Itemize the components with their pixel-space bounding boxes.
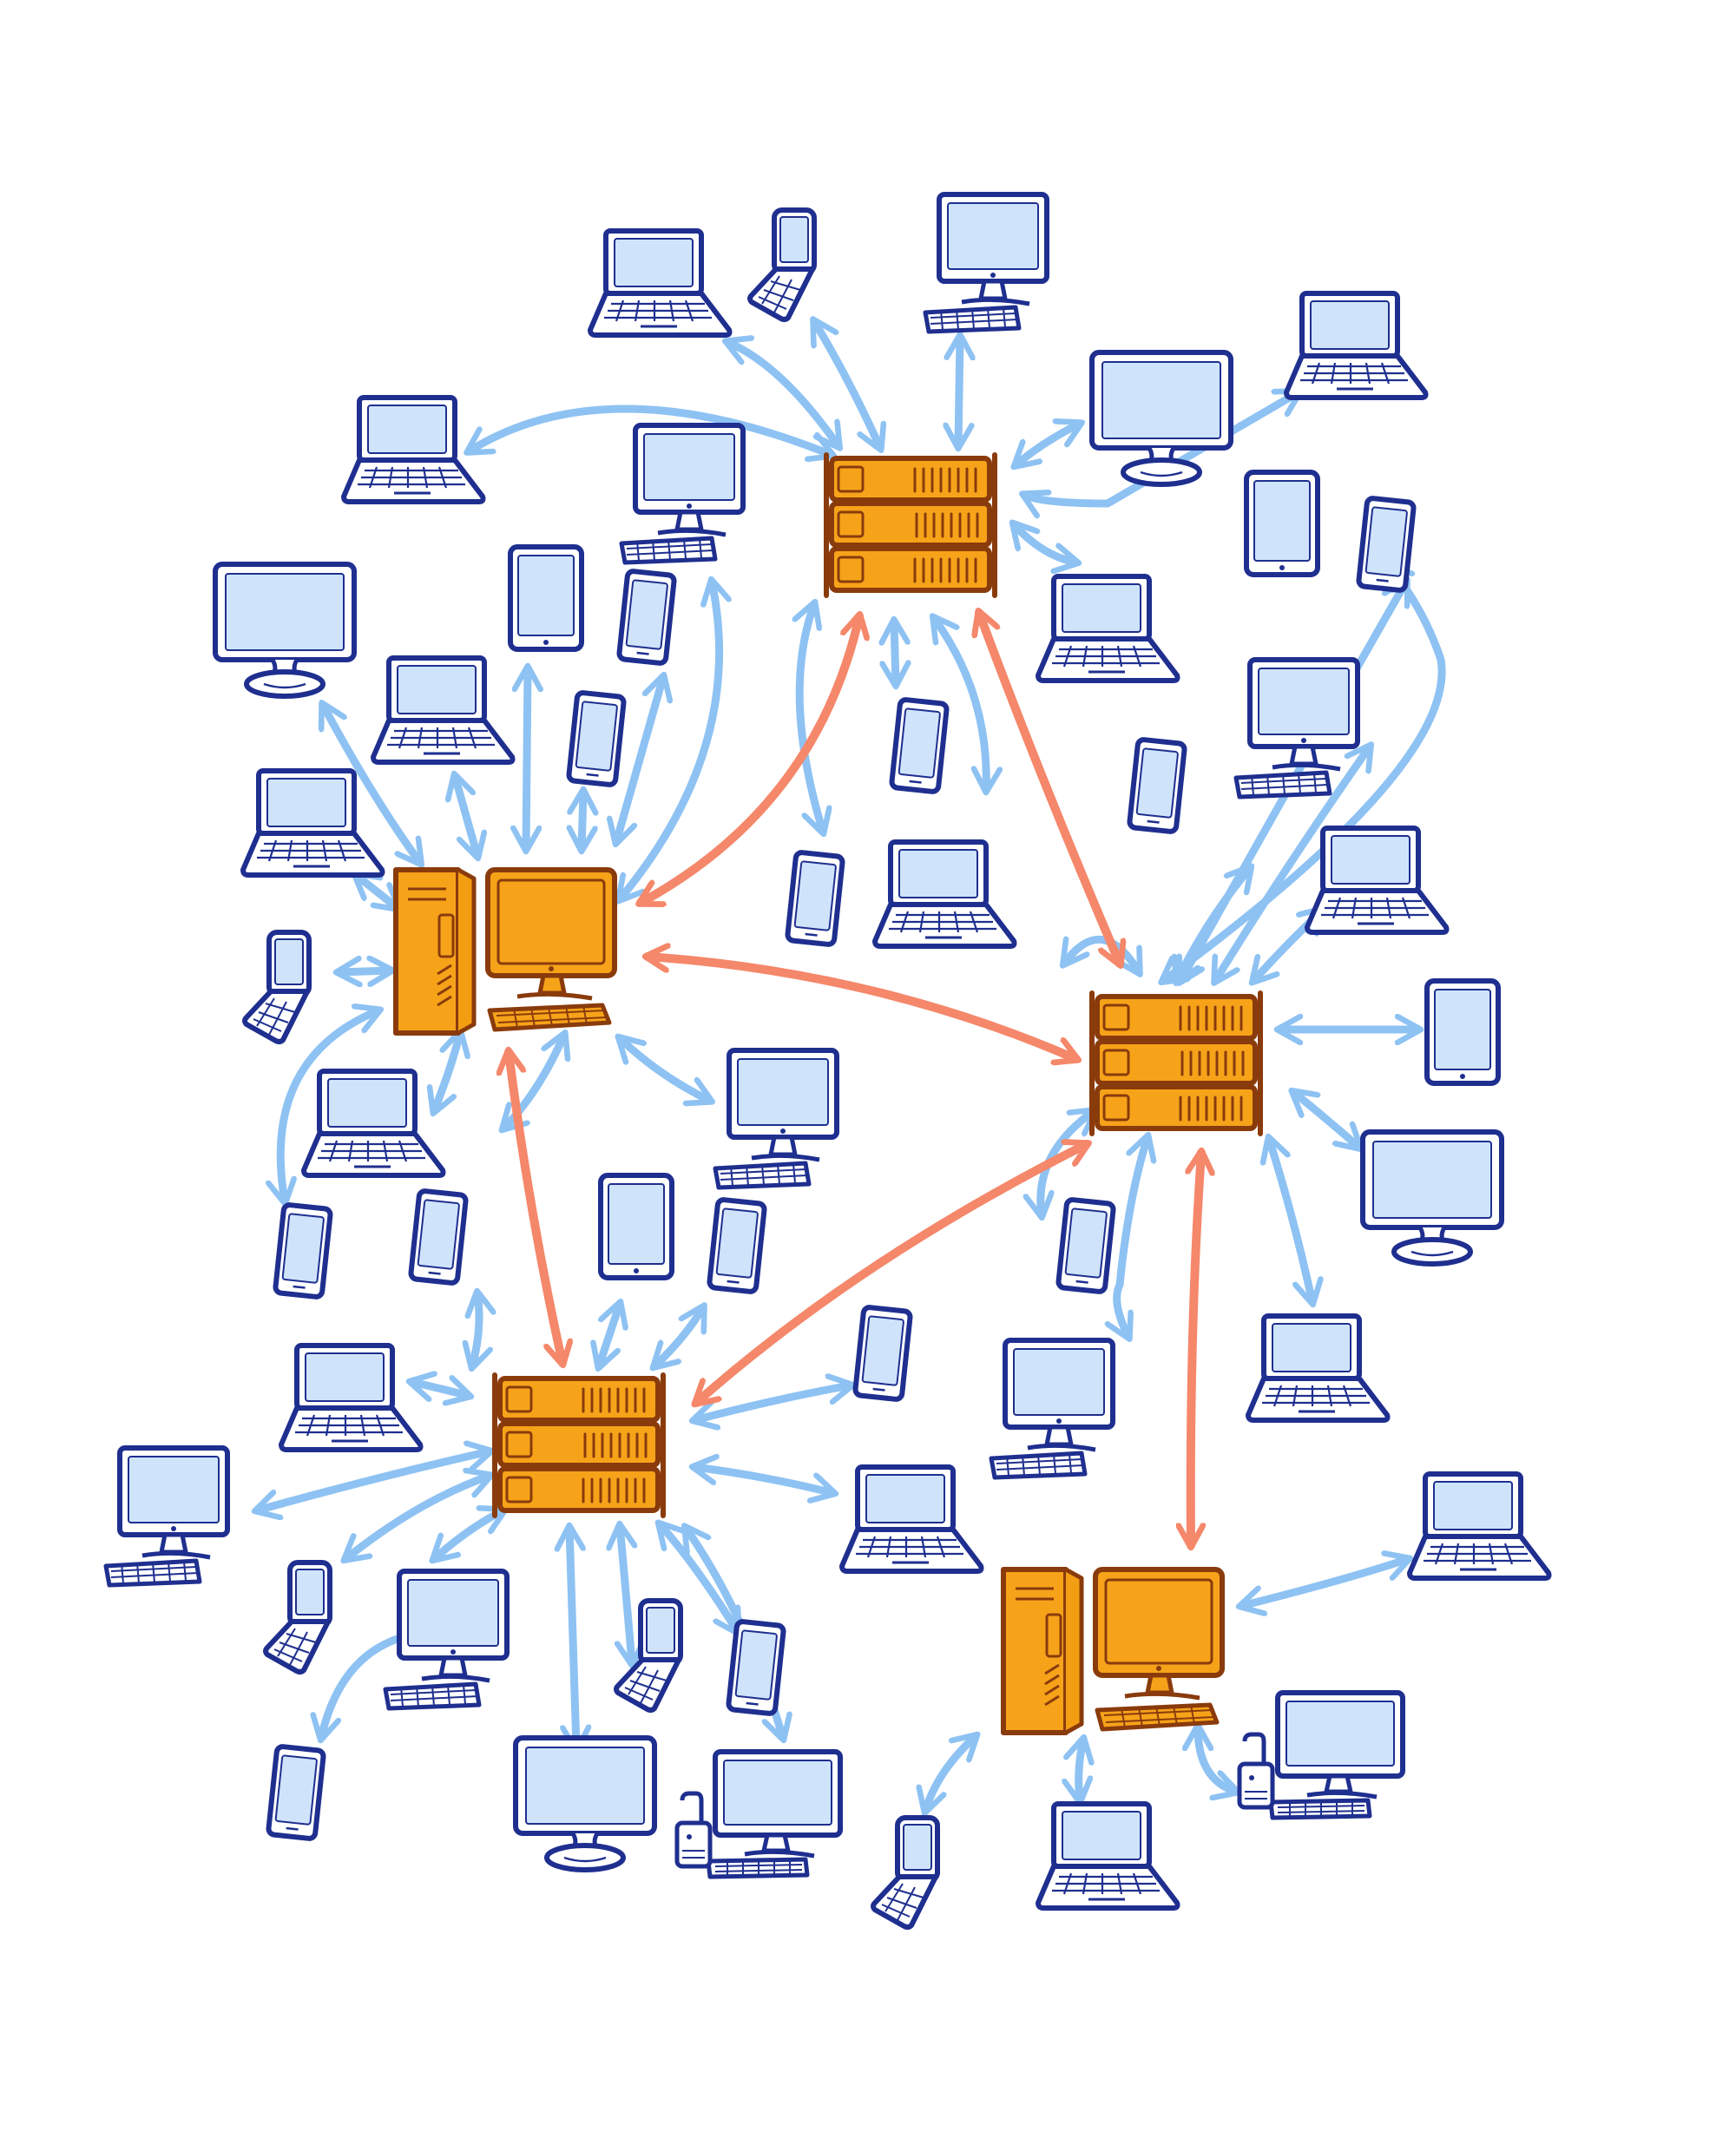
link-c17-hub-right: [1064, 936, 1139, 972]
imac-icon: [215, 564, 354, 696]
link-c30-hub-bottom-left: [599, 1304, 620, 1366]
link-c4-hub-top: [1024, 392, 1299, 503]
link-c11-hub-left: [526, 668, 528, 849]
link-c33-hub-bottom-left: [694, 1385, 851, 1420]
laptop-icon: [1248, 1316, 1388, 1420]
link-c2-hub-top: [814, 321, 880, 448]
smartphone-icon: [569, 692, 624, 785]
link-c3-hub-top: [958, 337, 960, 446]
smartphone-icon: [268, 1746, 324, 1839]
link-c27-hub-right: [1293, 1092, 1359, 1148]
smartphone-icon: [891, 699, 947, 792]
link-c36-hub-bottom-left: [411, 1382, 469, 1396]
smartphone-icon: [855, 1306, 911, 1399]
link-c28-hub-left: [280, 1010, 378, 1201]
workstation-icon: [396, 870, 615, 1033]
laptop-icon: [281, 1346, 421, 1450]
link-c29-hub-bottom-left: [472, 1293, 479, 1366]
link-c31-hub-bottom-left: [654, 1307, 703, 1366]
desktop-icon: [715, 1050, 837, 1188]
backbone-hub-top-hub-left: [641, 616, 859, 907]
smartphone-icon: [709, 1199, 765, 1292]
link-c45-hub-bottom-left: [569, 1528, 576, 1748]
smartphone-icon: [411, 1190, 466, 1283]
laptop-icon: [1286, 293, 1426, 398]
link-c13-hub-top: [1014, 524, 1076, 563]
smartphone-icon: [1129, 739, 1185, 832]
tablet-icon: [510, 547, 582, 649]
link-c23-hub-left: [339, 971, 391, 972]
imac-icon: [1092, 352, 1231, 484]
server-rack-icon: [826, 455, 995, 595]
link-c25-hub-left: [434, 1033, 460, 1111]
link-c37-hub-bottom-left: [257, 1451, 490, 1510]
flip-phone-icon: [266, 1563, 330, 1672]
link-c49-hub-bottom-right: [1198, 1727, 1236, 1792]
laptop-icon: [304, 1071, 444, 1175]
laptop-icon: [1410, 1474, 1549, 1578]
backbone-hub-left-hub-bottom-left: [509, 1052, 562, 1363]
link-c16-hub-top: [894, 622, 896, 684]
smartphone-icon: [1058, 1199, 1114, 1292]
desktop-icon: [1236, 660, 1358, 797]
desktop-icon: [106, 1448, 227, 1585]
smartphone-icon: [275, 1204, 331, 1297]
laptop-icon: [243, 771, 383, 875]
backbone-links: [509, 613, 1201, 1545]
desktop-icon: [385, 1571, 507, 1708]
link-c22-hub-right: [1177, 868, 1250, 981]
laptop-icon: [344, 398, 483, 502]
smartphone-icon: [1358, 497, 1414, 590]
laptop-icon: [590, 231, 730, 335]
smartphone-icon: [787, 852, 843, 944]
imac-icon: [516, 1738, 654, 1870]
link-c34-hub-right: [1269, 1139, 1312, 1302]
tablet-icon: [601, 1175, 672, 1278]
link-c15-hub-left: [582, 792, 583, 849]
link-c32-hub-right: [1117, 1137, 1147, 1337]
desktop-with-phone-icon: [1240, 1693, 1403, 1818]
link-c39-hub-bottom-right: [1241, 1559, 1408, 1606]
link-c40-hub-bottom-left: [345, 1476, 490, 1559]
laptop-icon: [875, 842, 1015, 946]
link-c48-hub-bottom-right: [1079, 1740, 1083, 1800]
laptop-icon: [842, 1467, 982, 1571]
desktop-with-phone-icon: [677, 1752, 840, 1877]
backbone-hub-right-hub-bottom-right: [1191, 1153, 1201, 1545]
imac-icon: [1363, 1132, 1502, 1264]
laptop-icon: [1307, 828, 1447, 932]
tablet-icon: [1427, 981, 1498, 1083]
laptop-icon: [373, 658, 513, 762]
link-c5-hub-top: [1016, 424, 1080, 465]
tablet-icon: [1246, 472, 1318, 575]
flip-phone-icon: [245, 932, 309, 1042]
link-c19-hub-left: [455, 776, 477, 856]
link-c7-hub-left: [323, 705, 420, 863]
link-c38-hub-bottom-left: [694, 1467, 833, 1493]
link-c26-hub-left: [620, 1038, 710, 1101]
desktop-icon: [991, 1340, 1113, 1477]
server-rack-icon: [1092, 993, 1260, 1134]
link-c6-hub-top: [469, 405, 832, 455]
link-c42-hub-bottom-left: [620, 1526, 632, 1663]
desktop-icon: [925, 194, 1047, 332]
laptop-icon: [1038, 576, 1178, 681]
desktop-icon: [621, 425, 743, 563]
backbone-hub-right-hub-bottom-left: [696, 1144, 1087, 1403]
link-c41-hub-bottom-left: [434, 1510, 503, 1559]
laptop-icon: [1038, 1804, 1178, 1908]
flip-phone-icon: [750, 210, 814, 319]
backbone-hub-top-hub-right: [979, 613, 1120, 964]
backbone-hub-left-hub-right: [648, 957, 1076, 1059]
flip-phone-icon: [873, 1818, 937, 1927]
smartphone-icon: [619, 570, 674, 663]
link-c47-hub-bottom-right: [925, 1736, 976, 1811]
workstation-icon: [1003, 1569, 1222, 1733]
link-c14-hub-left: [356, 875, 398, 908]
smartphone-icon: [728, 1621, 784, 1714]
server-rack-icon: [495, 1375, 663, 1516]
